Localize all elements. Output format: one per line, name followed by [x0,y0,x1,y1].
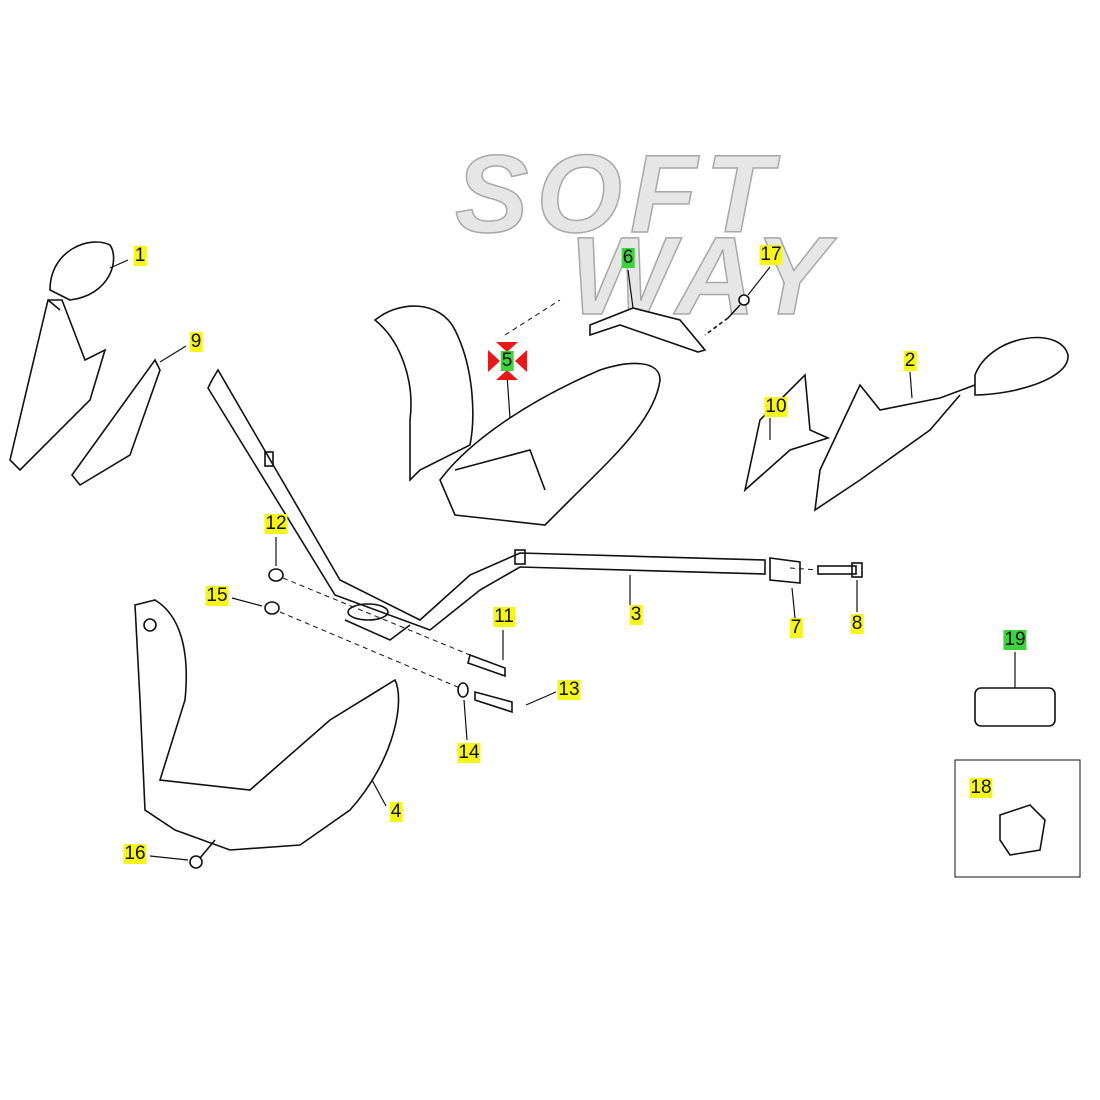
callout-14[interactable]: 14 [457,742,481,763]
callout-10[interactable]: 10 [764,396,788,417]
callout-13[interactable]: 13 [557,679,581,700]
assembly-lines [279,299,819,689]
leader-lines [109,259,1016,861]
part-10-cover[interactable] [743,373,831,493]
part-13-bolt[interactable] [474,690,513,714]
callout-16[interactable]: 16 [123,843,147,864]
part-3-handlebar[interactable] [207,368,766,641]
callout-5[interactable]: 5 [500,350,514,371]
part-14-washer[interactable] [457,682,469,698]
callout-7[interactable]: 7 [789,617,803,638]
part-8-bolt[interactable] [817,562,863,578]
selection-arrows [488,342,527,380]
part-17-screw[interactable] [704,294,750,336]
part-16-screw[interactable] [189,839,216,869]
callout-3[interactable]: 3 [629,604,643,625]
part-7-bar-end[interactable] [769,557,801,584]
part-1-mirror-left[interactable] [9,241,115,472]
callout-9[interactable]: 9 [189,331,203,352]
part-9-cover[interactable] [70,358,161,487]
part-18-box [954,759,1081,878]
part-2-mirror-right[interactable] [813,336,1069,512]
callout-8[interactable]: 8 [850,613,864,634]
part-12-nut[interactable] [268,568,284,582]
watermark-line1: SOFT [454,133,781,256]
part-11-bolt[interactable] [467,653,506,678]
callout-18[interactable]: 18 [969,777,993,798]
watermark-line2: WAY [569,215,837,338]
callout-6[interactable]: 6 [621,247,635,268]
callout-4[interactable]: 4 [389,801,403,822]
callout-17[interactable]: 17 [759,244,783,265]
callout-15[interactable]: 15 [205,585,229,606]
callout-11[interactable]: 11 [493,606,515,627]
callout-19[interactable]: 19 [1003,629,1027,650]
callout-2[interactable]: 2 [903,350,917,371]
part-15-washer[interactable] [264,601,280,615]
part-5-handlebar-cover[interactable] [373,305,661,526]
part-18-clip[interactable] [999,804,1046,856]
callout-1[interactable]: 1 [133,245,147,266]
part-6-cover[interactable] [589,307,707,353]
callout-12[interactable]: 12 [264,513,288,534]
part-19-pad[interactable] [974,687,1056,727]
part-4-lower-cover[interactable] [134,599,400,851]
